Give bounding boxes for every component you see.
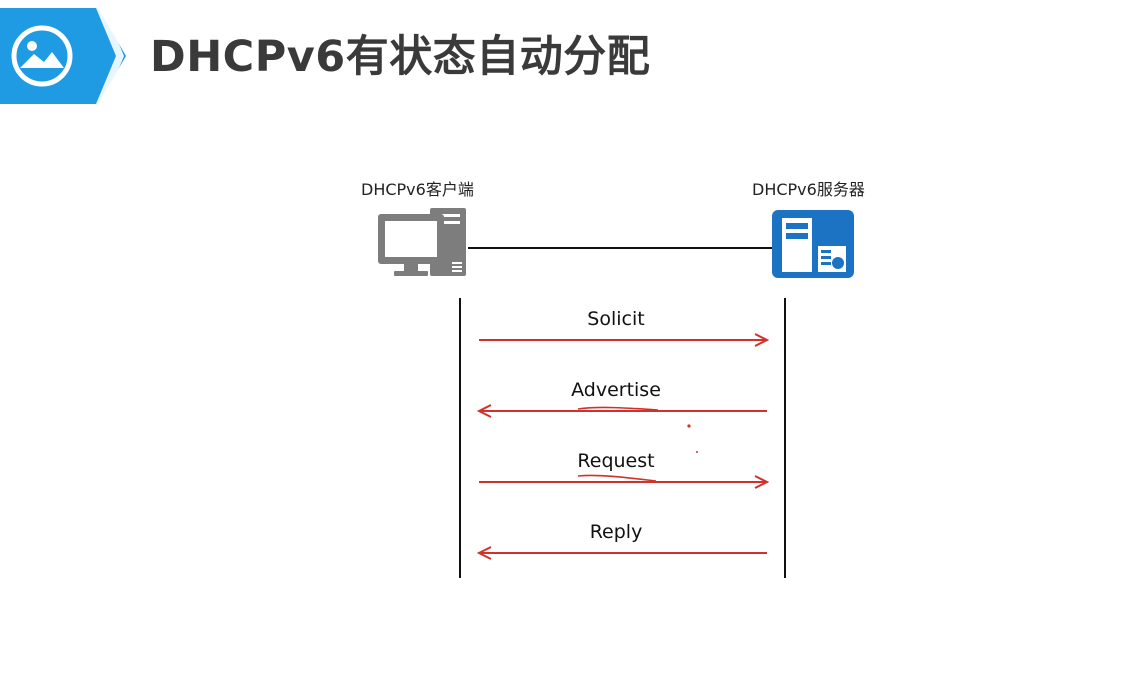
message-arrow-request <box>479 475 770 489</box>
server-label: DHCPv6服务器 <box>752 180 865 199</box>
annotation-underline <box>577 406 659 411</box>
message-label-request: Request <box>577 450 655 472</box>
dhcp-server-icon <box>772 210 854 278</box>
annotation-dot <box>687 424 691 428</box>
annotation-dot <box>696 451 698 453</box>
page-title: DHCPv6有状态自动分配 <box>150 32 651 82</box>
client-label: DHCPv6客户端 <box>361 180 474 199</box>
message-arrow-reply <box>476 546 767 560</box>
message-arrow-advertise <box>476 404 767 418</box>
message-label-advertise: Advertise <box>571 379 661 401</box>
message-label-solicit: Solicit <box>587 308 645 330</box>
header-badge <box>0 8 126 104</box>
annotation-underline <box>577 474 657 482</box>
message-label-reply: Reply <box>589 521 643 543</box>
desktop-computer-icon <box>378 208 466 276</box>
image-icon <box>11 25 73 87</box>
message-arrow-solicit <box>479 333 770 347</box>
